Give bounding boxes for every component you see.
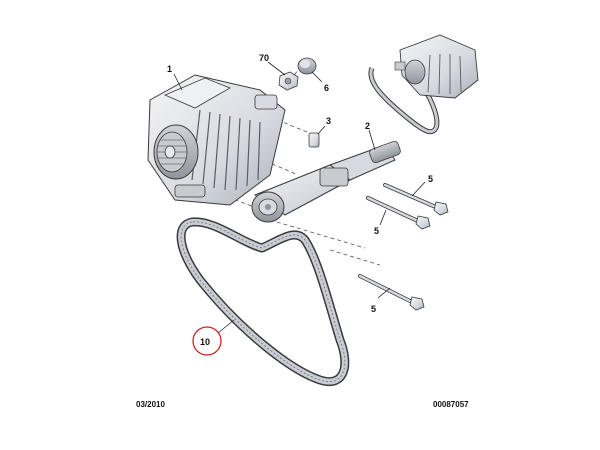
- sleeve-illustration: [308, 132, 320, 148]
- part-label-sleeve: 3: [326, 116, 331, 126]
- highlight-circle: [192, 326, 222, 356]
- tensioner-illustration: [251, 141, 401, 223]
- bolt-middle-illustration: [366, 196, 431, 230]
- part-label-drive-belt: 10: [200, 337, 210, 347]
- part-label-alternator: 1: [167, 64, 172, 74]
- bolt-lower-illustration: [358, 274, 425, 311]
- bolt-upper-illustration: [383, 183, 449, 216]
- drive-belt-callout: 10: [192, 326, 222, 356]
- installed-view-inset: [368, 34, 479, 135]
- leader-lines: [173, 61, 426, 334]
- part-label-bolt-middle: 5: [374, 226, 379, 236]
- part-label-tensioner: 2: [365, 121, 370, 131]
- part-label-bolt-upper: 5: [428, 174, 433, 184]
- part-label-bolt-lower: 5: [371, 304, 376, 314]
- part-label-nut: 70: [259, 53, 269, 63]
- diagram-date: 03/2010: [136, 400, 165, 409]
- part-label-cap: 6: [324, 83, 329, 93]
- drive-belt-illustration: [176, 217, 350, 387]
- alternator-illustration: [147, 74, 286, 206]
- cap-illustration: [297, 57, 317, 75]
- diagram-reference-number: 00087057: [433, 400, 469, 409]
- nut-illustration: [278, 71, 299, 91]
